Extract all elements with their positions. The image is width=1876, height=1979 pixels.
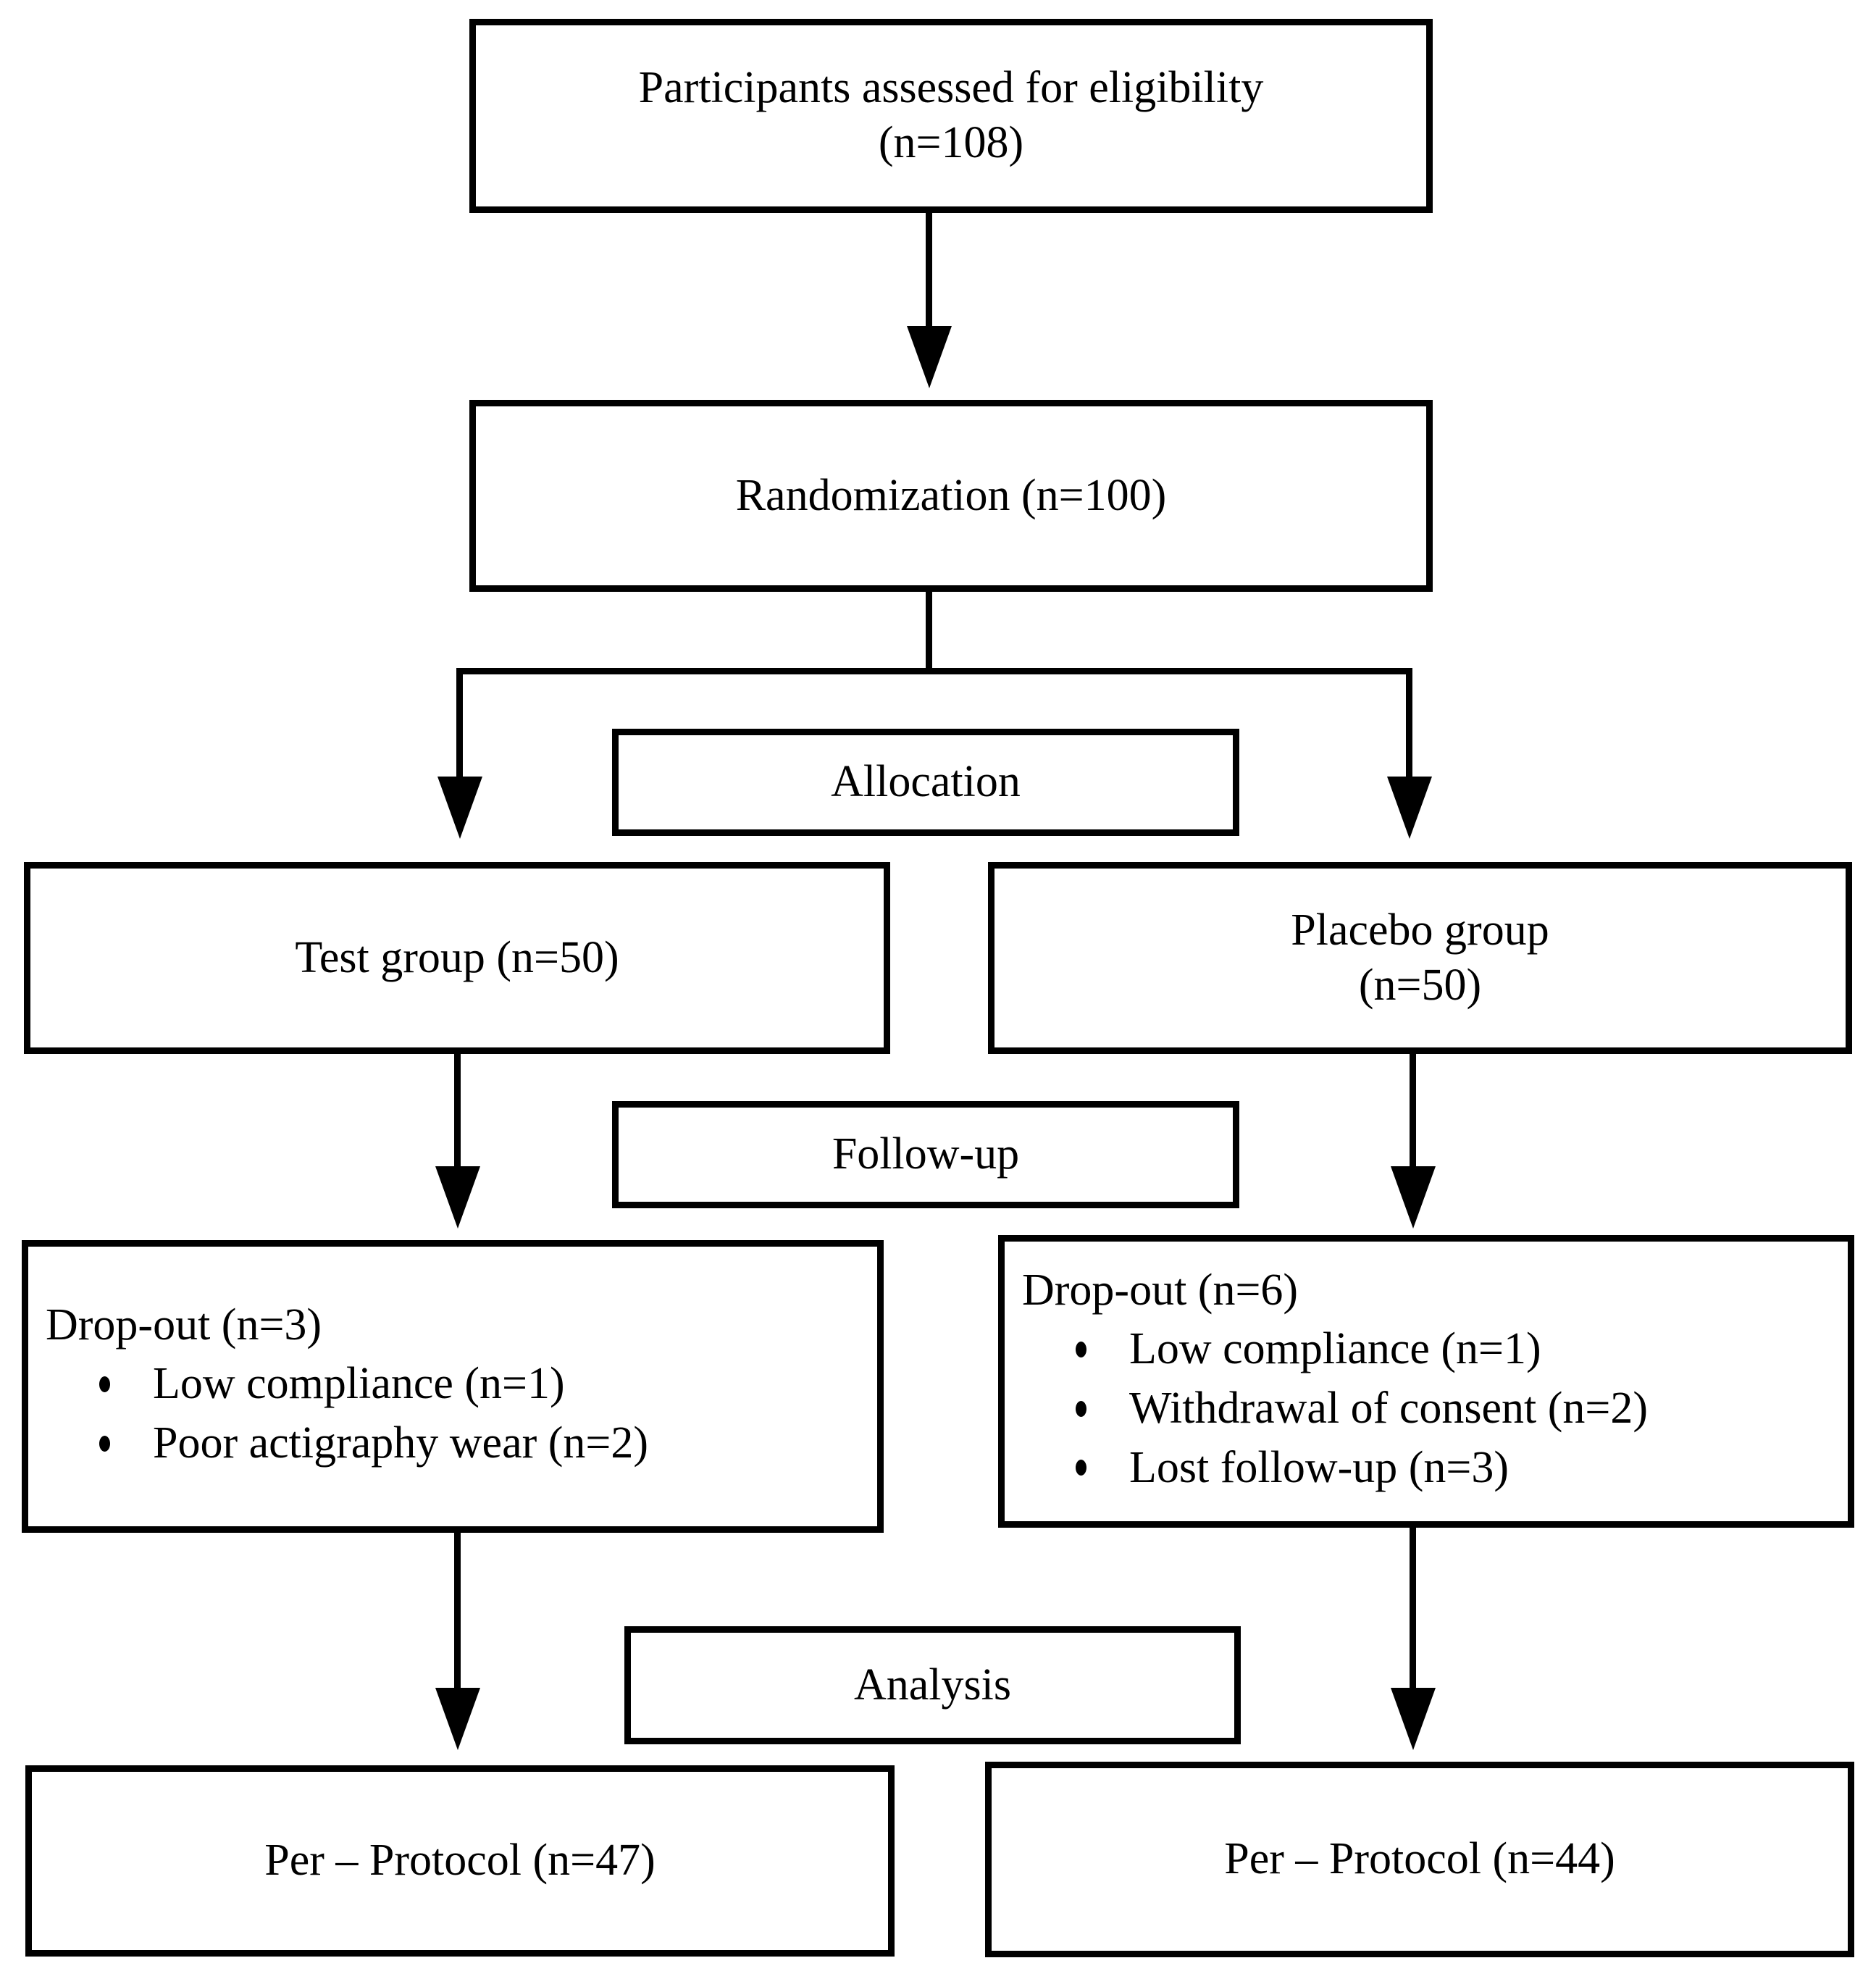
connector-allocation-right-drop	[1406, 668, 1412, 792]
list-item: Lost follow-up (n=3)	[1060, 1441, 1838, 1496]
stage-label-followup: Follow-up	[612, 1101, 1239, 1208]
arrowhead-perprotocol-test	[435, 1688, 480, 1750]
node-randomization: Randomization (n=100)	[469, 400, 1433, 592]
connector-dropout-test-to-perprotocol	[454, 1533, 461, 1703]
arrowhead-dropout-test	[435, 1166, 480, 1229]
node-placebo-group-line1: Placebo group	[1291, 905, 1549, 955]
connector-allocation-left-drop	[456, 668, 463, 792]
arrowhead-randomization	[907, 326, 952, 388]
node-per-protocol-placebo-label: Per – Protocol (n=44)	[1224, 1834, 1615, 1884]
stage-label-followup-text: Follow-up	[832, 1129, 1020, 1179]
stage-label-analysis: Analysis	[624, 1626, 1241, 1744]
node-per-protocol-test: Per – Protocol (n=47)	[25, 1765, 895, 1957]
list-item: Low compliance (n=1)	[83, 1357, 867, 1412]
connector-dropout-placebo-to-perprotocol	[1410, 1525, 1416, 1703]
connector-placebo-to-dropout	[1410, 1054, 1416, 1181]
node-placebo-group: Placebo group (n=50)	[988, 862, 1852, 1054]
stage-label-analysis-text: Analysis	[854, 1660, 1011, 1710]
node-dropout-test: Drop-out (n=3) Low compliance (n=1) Poor…	[22, 1240, 884, 1533]
list-item: Poor actigraphy wear (n=2)	[83, 1416, 867, 1471]
node-dropout-placebo-list: Low compliance (n=1) Withdrawal of conse…	[1015, 1322, 1838, 1495]
node-dropout-test-heading: Drop-out (n=3)	[46, 1300, 322, 1350]
connector-allocation-split-bar	[456, 668, 1412, 674]
node-dropout-placebo: Drop-out (n=6) Low compliance (n=1) With…	[998, 1235, 1854, 1528]
arrowhead-perprotocol-placebo	[1391, 1688, 1436, 1750]
arrowhead-test-group	[437, 777, 482, 839]
node-eligibility-line1: Participants assessed for eligibility	[638, 63, 1264, 113]
list-item: Withdrawal of consent (n=2)	[1060, 1381, 1838, 1436]
node-per-protocol-placebo: Per – Protocol (n=44)	[985, 1762, 1854, 1957]
node-dropout-test-list: Low compliance (n=1) Poor actigraphy wea…	[38, 1357, 867, 1470]
list-item: Low compliance (n=1)	[1060, 1322, 1838, 1377]
stage-label-allocation-text: Allocation	[831, 757, 1021, 807]
node-test-group-label: Test group (n=50)	[295, 932, 619, 982]
node-eligibility-line2: (n=108)	[878, 118, 1024, 167]
arrowhead-dropout-placebo	[1391, 1166, 1436, 1229]
node-eligibility: Participants assessed for eligibility (n…	[469, 19, 1433, 213]
connector-randomization-stem	[926, 592, 932, 674]
connector-test-to-dropout	[454, 1054, 461, 1181]
connector-eligibility-to-randomization	[926, 213, 932, 343]
stage-label-allocation: Allocation	[612, 729, 1239, 836]
node-placebo-group-line2: (n=50)	[1358, 960, 1482, 1010]
node-test-group: Test group (n=50)	[24, 862, 890, 1054]
node-dropout-placebo-heading: Drop-out (n=6)	[1022, 1265, 1299, 1315]
node-randomization-label: Randomization (n=100)	[735, 470, 1167, 520]
arrowhead-placebo-group	[1387, 777, 1432, 839]
node-per-protocol-test-label: Per – Protocol (n=47)	[264, 1836, 656, 1886]
